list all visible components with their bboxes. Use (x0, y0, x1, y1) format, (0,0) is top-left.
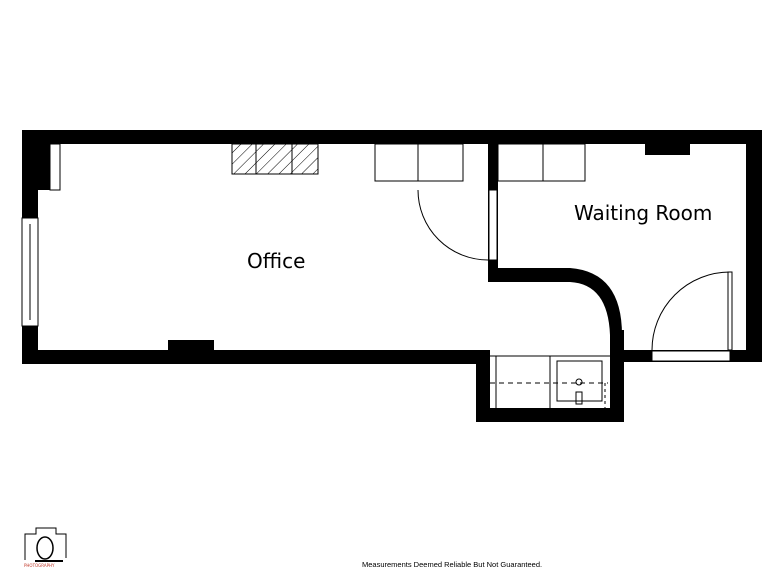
counter-office (374, 143, 464, 182)
disclaimer: Measurements Deemed Reliable But Not Gua… (362, 560, 543, 569)
room-label-office: Office (247, 249, 305, 273)
office-door (417, 189, 498, 261)
counter-waiting (497, 143, 586, 182)
fireplace (231, 143, 319, 175)
camera-logo: PHOTOGRAPHY (24, 527, 67, 568)
bathroom-fixtures (490, 355, 610, 408)
waiting-room-door (651, 271, 733, 362)
window (21, 143, 61, 327)
logo-text: PHOTOGRAPHY (24, 563, 55, 568)
room-label-waiting-room: Waiting Room (574, 201, 712, 225)
curved-wall (488, 268, 622, 335)
